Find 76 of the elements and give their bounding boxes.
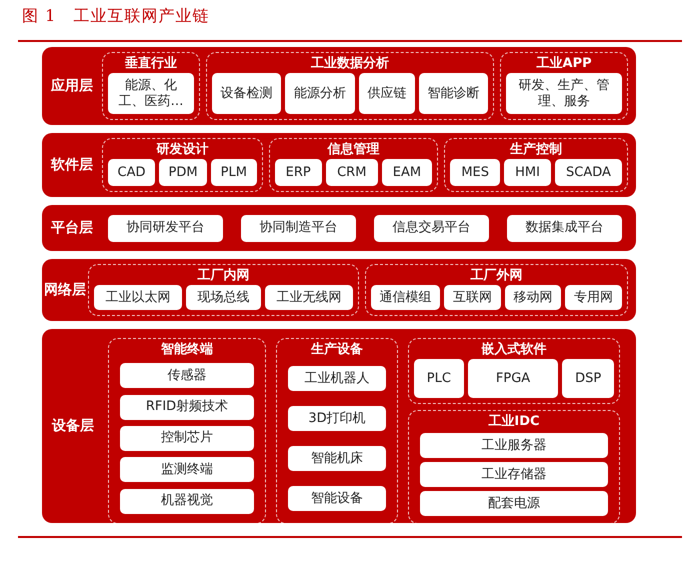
group-panel	[364, 264, 628, 316]
layer-band	[42, 329, 636, 523]
figure-title: 图 1 工业互联网产业链	[21, 5, 210, 27]
item-card: MES	[450, 159, 500, 186]
item-card: 机器视觉	[120, 488, 254, 514]
item-card: 传感器	[120, 363, 254, 388]
item-card: EAM	[382, 159, 432, 186]
item-card: 工业存储器	[420, 462, 608, 487]
group-panel	[500, 52, 628, 120]
item-card: 工业无线网	[264, 285, 353, 310]
group-panel	[102, 138, 262, 192]
item-card: 能源分析	[285, 73, 355, 114]
group-heading: 工厂内网	[197, 267, 250, 285]
item-card: 协同制造平台	[241, 214, 356, 242]
layer-band	[42, 133, 636, 197]
item-card: HMI	[504, 159, 551, 186]
item-card: 工业服务器	[420, 433, 608, 458]
item-card: 移动网	[504, 285, 562, 310]
group-panel	[108, 338, 266, 524]
item-card: 互联网	[444, 285, 501, 310]
item-card: 研发、生产、管理、服务	[506, 73, 622, 114]
group-panel	[408, 338, 620, 404]
item-card: 现场总线	[186, 285, 261, 310]
item-card: 工业机器人	[288, 366, 386, 391]
item-card: PLC	[414, 359, 464, 398]
group-heading: 智能终端	[161, 341, 213, 359]
group-heading: 信息管理	[327, 141, 380, 159]
layer-band	[42, 259, 636, 321]
layer-label: 网络层	[43, 281, 87, 299]
item-card: RFID射频技术	[120, 394, 254, 420]
group-heading: 研发设计	[156, 141, 208, 159]
item-card: DSP	[562, 359, 614, 398]
group-heading: 生产控制	[510, 141, 562, 159]
group-heading: 嵌入式软件	[482, 341, 546, 359]
layer-band	[42, 205, 636, 251]
item-card: 能源、化工、医药…	[108, 73, 194, 114]
item-card: 监测终端	[120, 457, 254, 482]
item-card: 智能诊断	[418, 73, 488, 114]
group-heading: 生产设备	[311, 341, 363, 359]
item-card: SCADA	[554, 159, 622, 186]
item-card: 信息交易平台	[374, 214, 489, 242]
item-card: 协同研发平台	[108, 214, 223, 242]
group-heading: 工厂外网	[470, 267, 522, 285]
item-card: 配套电源	[420, 491, 608, 516]
item-card: 供应链	[358, 73, 415, 114]
item-card: FPGA	[468, 359, 558, 398]
item-card: 工业以太网	[94, 285, 182, 310]
layer-label: 设备层	[50, 417, 95, 435]
group-panel	[206, 52, 494, 120]
layer-label: 软件层	[50, 156, 94, 174]
item-card: CAD	[108, 159, 156, 186]
group-panel	[88, 264, 359, 316]
group-panel	[276, 338, 398, 524]
item-card: 智能设备	[288, 486, 386, 511]
item-card: PDM	[159, 159, 208, 186]
group-panel	[408, 410, 620, 524]
item-card: 数据集成平台	[507, 214, 622, 242]
item-card: ERP	[274, 159, 322, 186]
item-card: PLM	[211, 159, 257, 186]
group-panel	[444, 138, 628, 192]
group-heading: 工业APP	[536, 55, 592, 73]
layer-band	[42, 47, 636, 125]
layer-label: 平台层	[50, 219, 94, 237]
item-card: 控制芯片	[120, 426, 254, 451]
item-card: 智能机床	[288, 446, 386, 471]
item-card: 通信模组	[370, 285, 440, 310]
layer-label: 应用层	[50, 77, 94, 95]
item-card: CRM	[326, 159, 378, 186]
item-card: 3D打印机	[288, 406, 386, 431]
item-card: 设备检测	[212, 73, 282, 114]
group-panel	[268, 138, 438, 192]
group-heading: 垂直行业	[124, 55, 177, 73]
item-card: 专用网	[565, 285, 622, 310]
group-panel	[102, 52, 200, 120]
group-heading: 工业IDC	[488, 413, 540, 431]
group-heading: 工业数据分析	[311, 55, 390, 73]
